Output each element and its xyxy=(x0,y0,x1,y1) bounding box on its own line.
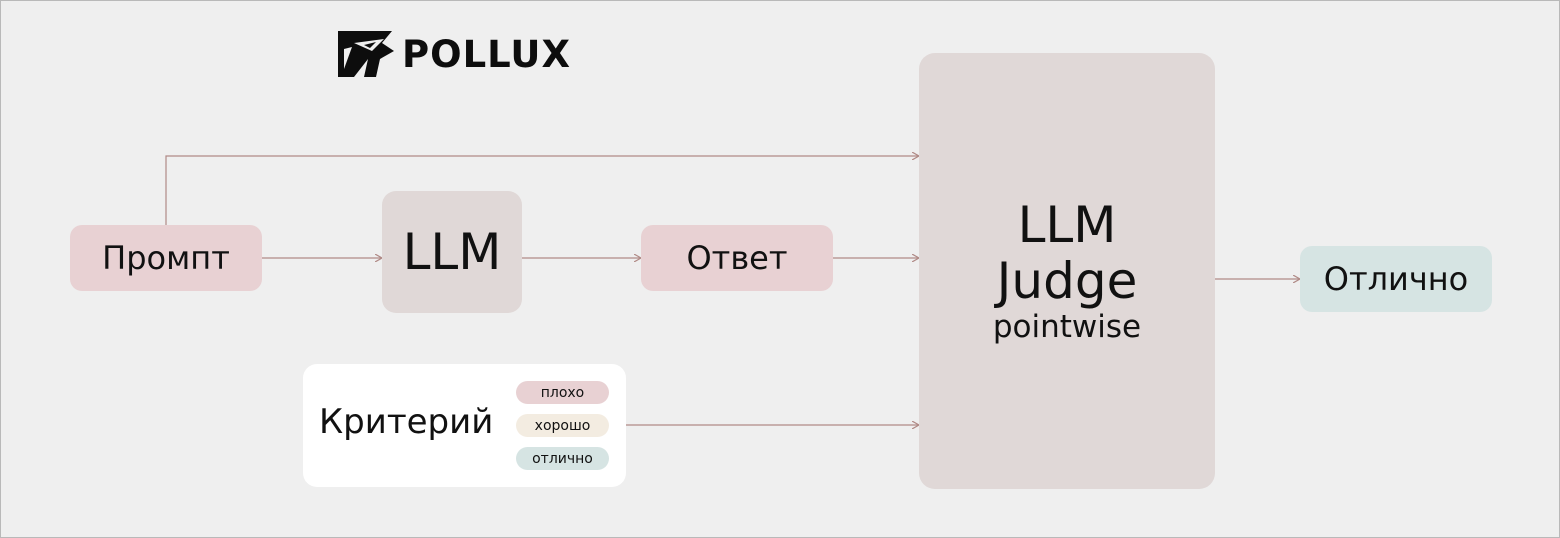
result-node: Отлично xyxy=(1300,246,1492,312)
criteria-node: Критерий плохо хорошо отлично xyxy=(303,364,626,487)
criteria-option-excellent: отлично xyxy=(516,447,609,470)
judge-title-line1: LLM xyxy=(1017,196,1117,254)
criteria-option-good: хорошо xyxy=(516,414,609,437)
answer-node: Ответ xyxy=(641,225,833,291)
arrow-prompt-to-judge xyxy=(165,156,919,225)
criteria-option-bad: плохо xyxy=(516,381,609,404)
prompt-node: Промпт xyxy=(70,225,262,291)
judge-title-line2: Judge xyxy=(996,252,1138,310)
judge-mode-label: pointwise xyxy=(992,309,1142,345)
logo-text: POLLUX xyxy=(402,32,571,76)
pollux-logo: POLLUX xyxy=(336,29,571,79)
llm-node: LLM xyxy=(382,191,522,313)
pollux-mask-logo-icon xyxy=(338,31,394,77)
llm-judge-node: LLM Judge pointwise xyxy=(919,53,1215,489)
criteria-label: Критерий xyxy=(319,402,494,442)
